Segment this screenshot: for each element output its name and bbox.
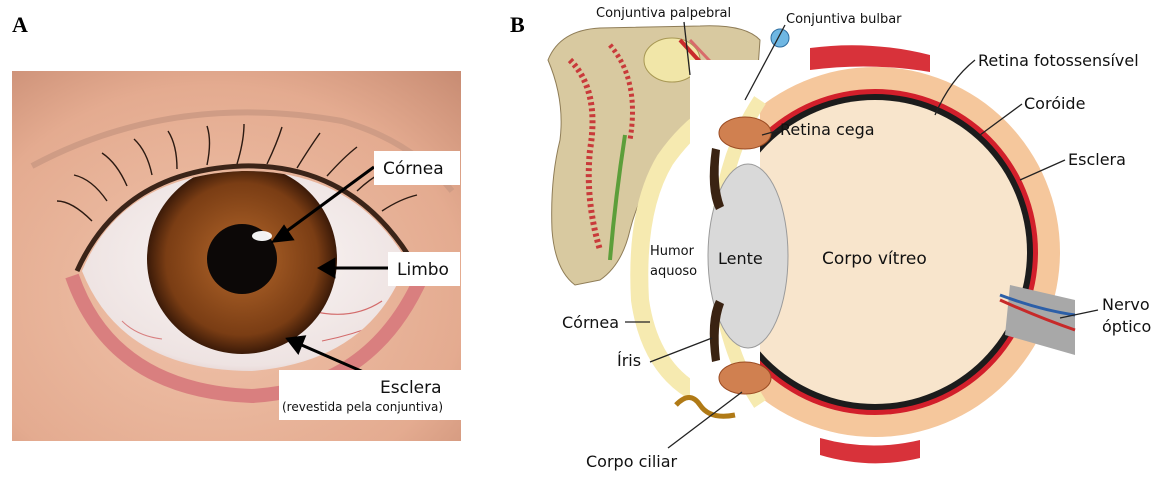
corpo-vitreo-label: Corpo vítreo	[822, 249, 927, 269]
ciliary-body-lower	[719, 362, 771, 394]
coroide-label: Coróide	[1024, 94, 1085, 113]
cornea-label-b: Córnea	[562, 313, 619, 332]
corneal-reflection	[252, 231, 272, 241]
lente-label: Lente	[718, 249, 763, 268]
retina-fotossensivel-label: Retina fotossensível	[978, 51, 1139, 70]
lower-muscle	[820, 438, 920, 463]
humor-aquoso-label-2: aquoso	[650, 264, 697, 279]
limbo-label: Limbo	[397, 260, 449, 280]
conjuntiva-palpebral-label: Conjuntiva palpebral	[596, 6, 731, 21]
corpo-ciliar-label: Corpo ciliar	[586, 452, 678, 471]
cornea-label: Córnea	[383, 159, 444, 179]
eye-photograph: Córnea Limbo Esclera (revestida pela con…	[12, 71, 461, 441]
retina-cega-label: Retina cega	[780, 120, 875, 139]
eye-cross-section-diagram: Conjuntiva palpebral Conjuntiva bulbar R…	[540, 0, 1168, 480]
ciliary-body-upper	[719, 117, 771, 149]
conjuntiva-bulbar-label: Conjuntiva bulbar	[786, 12, 902, 27]
humor-aquoso-label-1: Humor	[650, 244, 695, 259]
panel-a-letter: A	[12, 12, 28, 38]
nervo-label-1: Nervo	[1102, 295, 1150, 314]
iris-label: Íris	[617, 351, 641, 370]
nervo-label-2: óptico	[1102, 317, 1151, 336]
esclera-note-label: (revestida pela conjuntiva)	[282, 400, 443, 414]
esclera-label: Esclera	[380, 378, 442, 398]
esclera-label-b: Esclera	[1068, 150, 1126, 169]
panel-b-letter: B	[510, 12, 525, 38]
